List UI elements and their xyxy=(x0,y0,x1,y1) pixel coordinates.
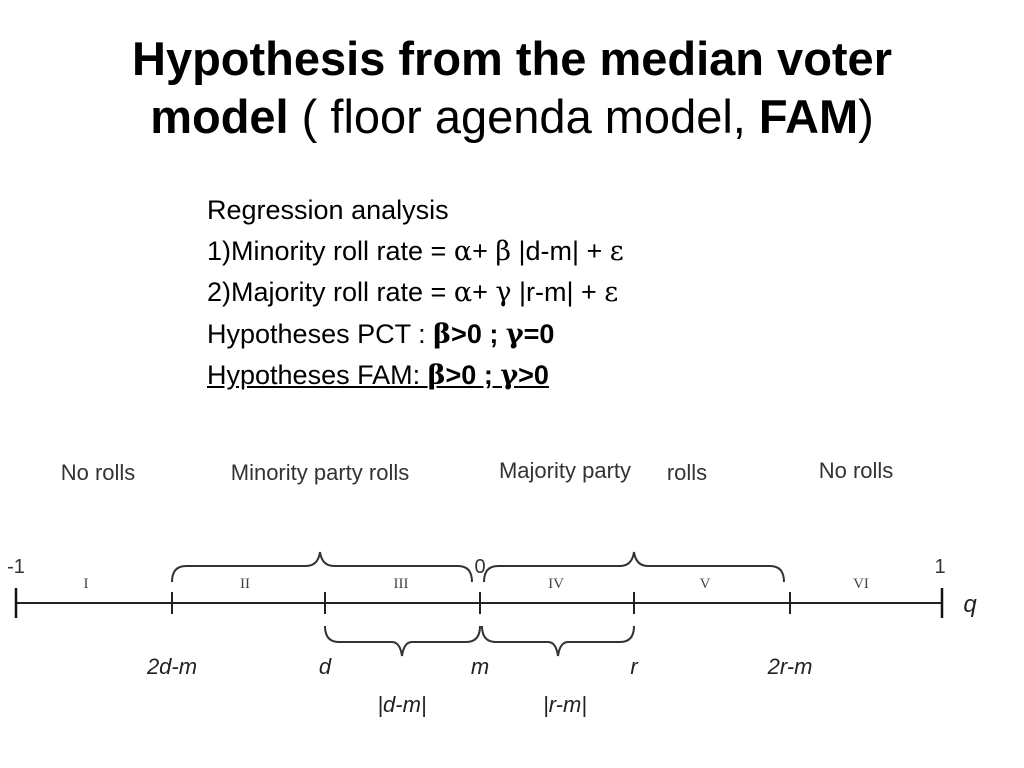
gamma-symbol: γ xyxy=(495,277,512,308)
segment-label-v: V xyxy=(700,576,711,592)
gamma-condition: >0 xyxy=(518,360,549,390)
plus-sign: + xyxy=(472,277,496,307)
alpha-symbol: α xyxy=(453,277,473,308)
segment-label-iii: III xyxy=(394,576,409,592)
dm-distance-brace xyxy=(324,625,481,657)
title-model: model xyxy=(150,90,289,143)
point-m-label: m xyxy=(471,654,489,679)
fam-hypotheses-prefix: Hypotheses FAM: xyxy=(207,360,428,390)
gamma-symbol: γ xyxy=(500,360,519,391)
pct-hypotheses-prefix: Hypotheses PCT : xyxy=(207,318,434,349)
point-2d-m-label: 2d-m xyxy=(146,654,197,679)
no-rolls-left-label: No rolls xyxy=(61,460,136,485)
gamma-symbol: γ xyxy=(505,318,524,350)
beta-condition: >0 ; xyxy=(451,318,506,349)
segment-label-i: I xyxy=(84,576,89,592)
minority-equation: 1)Minority roll rate = α+ β |d-m| + ε xyxy=(207,231,624,273)
zero-label: 0 xyxy=(474,556,485,578)
point-2r-m-label: 2r-m xyxy=(767,654,813,679)
pct-hypotheses: Hypotheses PCT : β>0 ; γ=0 xyxy=(207,314,624,356)
no-rolls-right-label: No rolls xyxy=(819,458,894,483)
title-close-paren: ) xyxy=(858,90,874,143)
minority-equation-prefix: 1)Minority roll rate = xyxy=(207,235,454,266)
alpha-symbol: α xyxy=(453,235,473,267)
gamma-condition: =0 xyxy=(523,318,555,349)
majority-party-label: Majority party xyxy=(499,458,631,483)
segment-label-iv: IV xyxy=(548,576,564,592)
title-line1: Hypothesis from the median voter xyxy=(132,32,892,85)
policy-line-diagram: No rolls Minority party rolls Majority p… xyxy=(7,458,977,717)
plus-sign: + xyxy=(472,235,496,266)
point-d-label: d xyxy=(319,654,332,679)
dm-distance-label: |d-m| xyxy=(377,692,426,717)
title-fam: FAM xyxy=(758,90,859,143)
majority-equation: 2)Majority roll rate = α+ γ |r-m| + ε xyxy=(207,272,624,314)
regression-text-block: Regression analysis 1)Minority roll rate… xyxy=(207,190,624,397)
rm-distance-label: |r-m| xyxy=(543,692,587,717)
one-label: 1 xyxy=(934,556,945,578)
epsilon-symbol: ε xyxy=(604,277,619,308)
minority-region-brace xyxy=(171,551,473,583)
beta-symbol: β xyxy=(427,360,446,391)
dm-term: |d-m| xyxy=(510,235,587,266)
minus-one-label: -1 xyxy=(7,556,25,578)
majority-rolls-label: rolls xyxy=(667,460,707,485)
fam-hypotheses: Hypotheses FAM: β>0 ; γ>0 xyxy=(207,355,624,397)
majority-region-brace xyxy=(483,551,785,583)
slide-title: Hypothesis from the median voter model (… xyxy=(0,30,1024,146)
rm-term: |r-m| xyxy=(511,277,581,307)
segment-label-vi: VI xyxy=(853,576,869,592)
title-subtitle: ( floor agenda model, xyxy=(288,90,759,143)
point-r-label: r xyxy=(630,654,639,679)
rm-distance-brace xyxy=(481,625,635,657)
minority-rolls-label: Minority party rolls xyxy=(231,460,409,485)
beta-symbol: β xyxy=(495,235,511,267)
plus-sign: + xyxy=(586,235,610,266)
plus-sign: + xyxy=(581,277,605,307)
beta-condition: >0 ; xyxy=(445,360,501,390)
majority-equation-prefix: 2)Majority roll rate = xyxy=(207,277,454,307)
q-axis-label: q xyxy=(963,591,977,618)
segment-label-ii: II xyxy=(240,576,250,592)
epsilon-symbol: ε xyxy=(609,235,624,267)
regression-heading: Regression analysis xyxy=(207,195,449,225)
beta-symbol: β xyxy=(433,318,452,350)
